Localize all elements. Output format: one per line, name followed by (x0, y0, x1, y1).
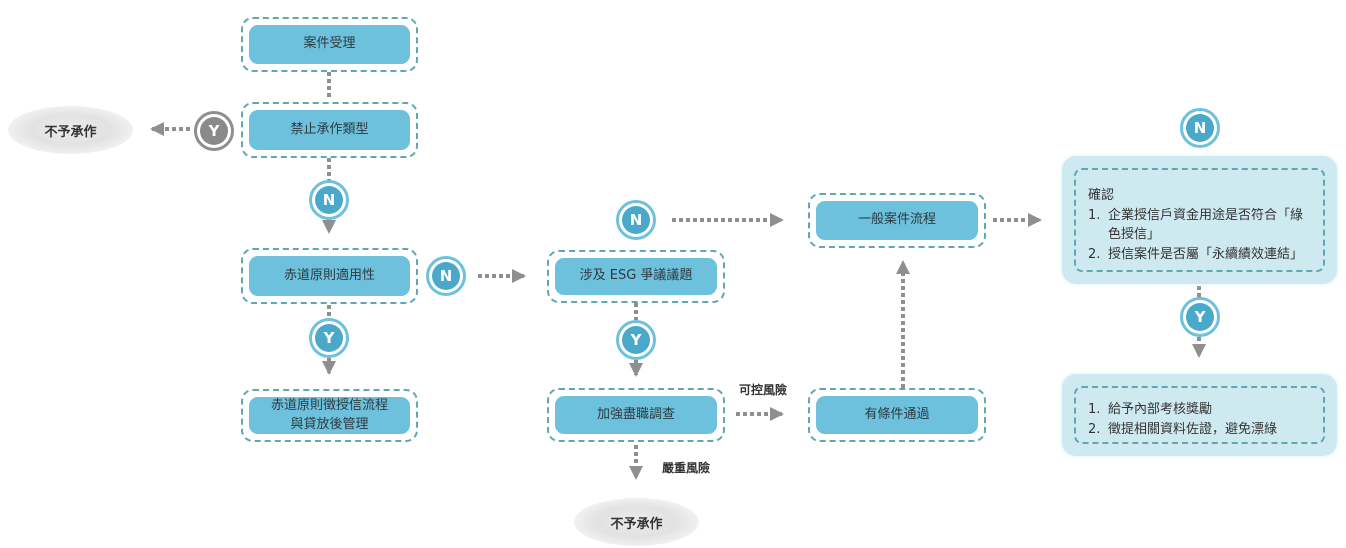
no-badge-equator: N (426, 256, 466, 296)
reject-bottom-label: 不予承作 (610, 516, 663, 532)
reject-left-label: 不予承作 (44, 124, 97, 140)
yes-badge-confirm: Y (1180, 297, 1220, 337)
node-equator-process-line1: 赤道原則徵授信流程 (270, 397, 388, 413)
node-conditional-pass-label: 有條件通過 (816, 396, 978, 434)
node-conditional-pass[interactable]: 有條件通過 (808, 388, 986, 442)
node-equator-process-line2: 與貸放後管理 (290, 416, 369, 432)
edge-label-severe-risk: 嚴重風險 (662, 461, 711, 475)
node-prohibited-types-label: 禁止承作類型 (249, 110, 410, 150)
no-badge-esg-label: N (622, 206, 650, 234)
node-esg-controversy-label: 涉及 ESG 爭議議題 (555, 258, 717, 295)
yes-badge-esg-label: Y (622, 326, 650, 354)
confirm-box-inner: 確認 1. 企業授信戶資金用途是否符合「綠色授信」 2. 授信案件是否屬「永續績… (1074, 168, 1325, 272)
node-equator-process-label: 赤道原則徵授信流程 與貸放後管理 (249, 397, 410, 434)
no-badge-prohibited-label: N (315, 186, 343, 214)
yes-badge-equator-label: Y (315, 324, 343, 352)
result-item-number: 2. (1088, 421, 1101, 437)
confirm-list: 1. 企業授信戶資金用途是否符合「綠色授信」 2. 授信案件是否屬「永續績效連結… (1088, 206, 1311, 265)
node-equator-process[interactable]: 赤道原則徵授信流程 與貸放後管理 (241, 389, 418, 442)
yes-badge-prohibited: Y (194, 111, 234, 151)
result-list: 1. 給予內部考核獎勵 2. 徵提相關資料佐證，避免漂綠 (1088, 400, 1311, 439)
result-box: 1. 給予內部考核獎勵 2. 徵提相關資料佐證，避免漂綠 (1062, 374, 1337, 456)
reject-left[interactable]: 不予承作 (8, 106, 133, 154)
confirm-item: 1. 企業授信戶資金用途是否符合「綠色授信」 (1088, 206, 1311, 245)
node-general-process[interactable]: 一般案件流程 (808, 193, 986, 248)
no-badge-confirm: N (1180, 108, 1220, 148)
confirm-box-title: 確認 (1088, 188, 1115, 203)
node-case-intake[interactable]: 案件受理 (241, 17, 418, 72)
result-item-text: 給予內部考核獎勵 (1108, 402, 1213, 417)
node-enhanced-due-diligence[interactable]: 加強盡職調查 (547, 388, 725, 442)
edge-label-controllable-risk: 可控風險 (739, 383, 788, 397)
confirm-box: 確認 1. 企業授信戶資金用途是否符合「綠色授信」 2. 授信案件是否屬「永續績… (1062, 156, 1337, 284)
no-badge-confirm-label: N (1186, 114, 1214, 142)
yes-badge-esg: Y (616, 320, 656, 360)
no-badge-equator-label: N (432, 262, 460, 290)
confirm-item-text: 企業授信戶資金用途是否符合「綠色授信」 (1108, 207, 1304, 243)
result-item-number: 1. (1088, 402, 1101, 417)
no-badge-esg: N (616, 200, 656, 240)
node-equator-applicability-label: 赤道原則適用性 (249, 256, 410, 296)
node-equator-applicability[interactable]: 赤道原則適用性 (241, 248, 418, 304)
result-item: 1. 給予內部考核獎勵 (1088, 400, 1311, 420)
node-esg-controversy[interactable]: 涉及 ESG 爭議議題 (547, 250, 725, 303)
node-general-process-label: 一般案件流程 (816, 201, 978, 240)
result-item: 2. 徵提相關資料佐證，避免漂綠 (1088, 420, 1311, 440)
confirm-item-number: 1. (1088, 207, 1101, 223)
result-box-inner: 1. 給予內部考核獎勵 2. 徵提相關資料佐證，避免漂綠 (1074, 386, 1325, 444)
confirm-item-number: 2. (1088, 246, 1101, 262)
yes-badge-equator: Y (309, 318, 349, 358)
no-badge-prohibited: N (309, 180, 349, 220)
reject-bottom[interactable]: 不予承作 (574, 498, 699, 546)
node-case-intake-label: 案件受理 (249, 25, 410, 64)
node-enhanced-due-diligence-label: 加強盡職調查 (555, 396, 717, 434)
yes-badge-prohibited-label: Y (200, 117, 228, 145)
confirm-item: 2. 授信案件是否屬「永續績效連結」 (1088, 245, 1311, 265)
confirm-item-text: 授信案件是否屬「永續績效連結」 (1108, 246, 1304, 262)
node-prohibited-types[interactable]: 禁止承作類型 (241, 102, 418, 158)
result-item-text: 徵提相關資料佐證，避免漂綠 (1108, 421, 1278, 437)
yes-badge-confirm-label: Y (1186, 303, 1214, 331)
